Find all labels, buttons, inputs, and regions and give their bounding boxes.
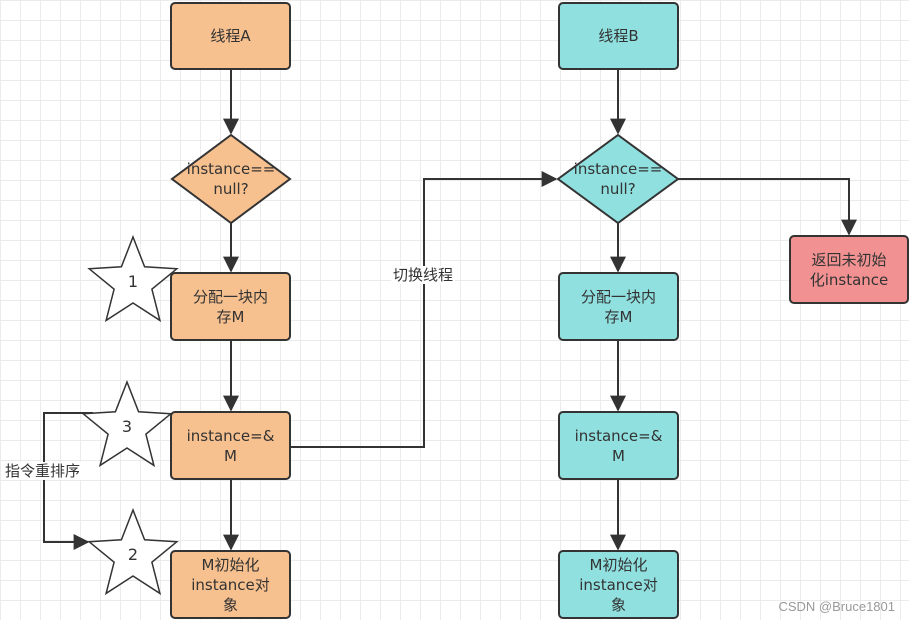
thread-b-assign-label: instance=& M: [574, 426, 663, 465]
star-3-shape: [81, 379, 173, 468]
star-2-number: 2: [127, 545, 139, 564]
thread-a-assign-label: instance=& M: [186, 426, 275, 465]
thread-b-init-box[interactable]: [558, 550, 679, 619]
thread-a-init-label: M初始化 instance对 象: [191, 555, 270, 614]
thread-a-init-box[interactable]: [170, 550, 291, 619]
thread-b-return-label: 返回未初始 化instance: [809, 250, 889, 289]
star-1-shape: [87, 234, 179, 323]
watermark: CSDN @Bruce1801: [778, 599, 895, 614]
star-1-number: 1: [127, 272, 139, 291]
thread-b-return-box[interactable]: [789, 235, 909, 304]
thread-b-title: 线程B: [598, 27, 639, 45]
thread-b-alloc-label: 分配一块内 存M: [580, 287, 656, 326]
edge-b-check-to-return: [678, 178, 857, 236]
thread-b-check-label: instance== null?: [573, 160, 663, 198]
star-3-number: 3: [121, 417, 133, 436]
thread-a-alloc-label: 分配一块内 存M: [192, 287, 268, 326]
thread-a-check-label: instance== null?: [186, 160, 276, 198]
thread-b-init-label: M初始化 instance对 象: [579, 555, 658, 614]
edge-switch-thread: [290, 171, 558, 448]
thread-a-title: 线程A: [210, 27, 251, 45]
reorder-label: 指令重排序: [3, 462, 83, 480]
switch-thread-label: 切换线程: [391, 266, 456, 284]
star-2-shape: [87, 507, 179, 596]
